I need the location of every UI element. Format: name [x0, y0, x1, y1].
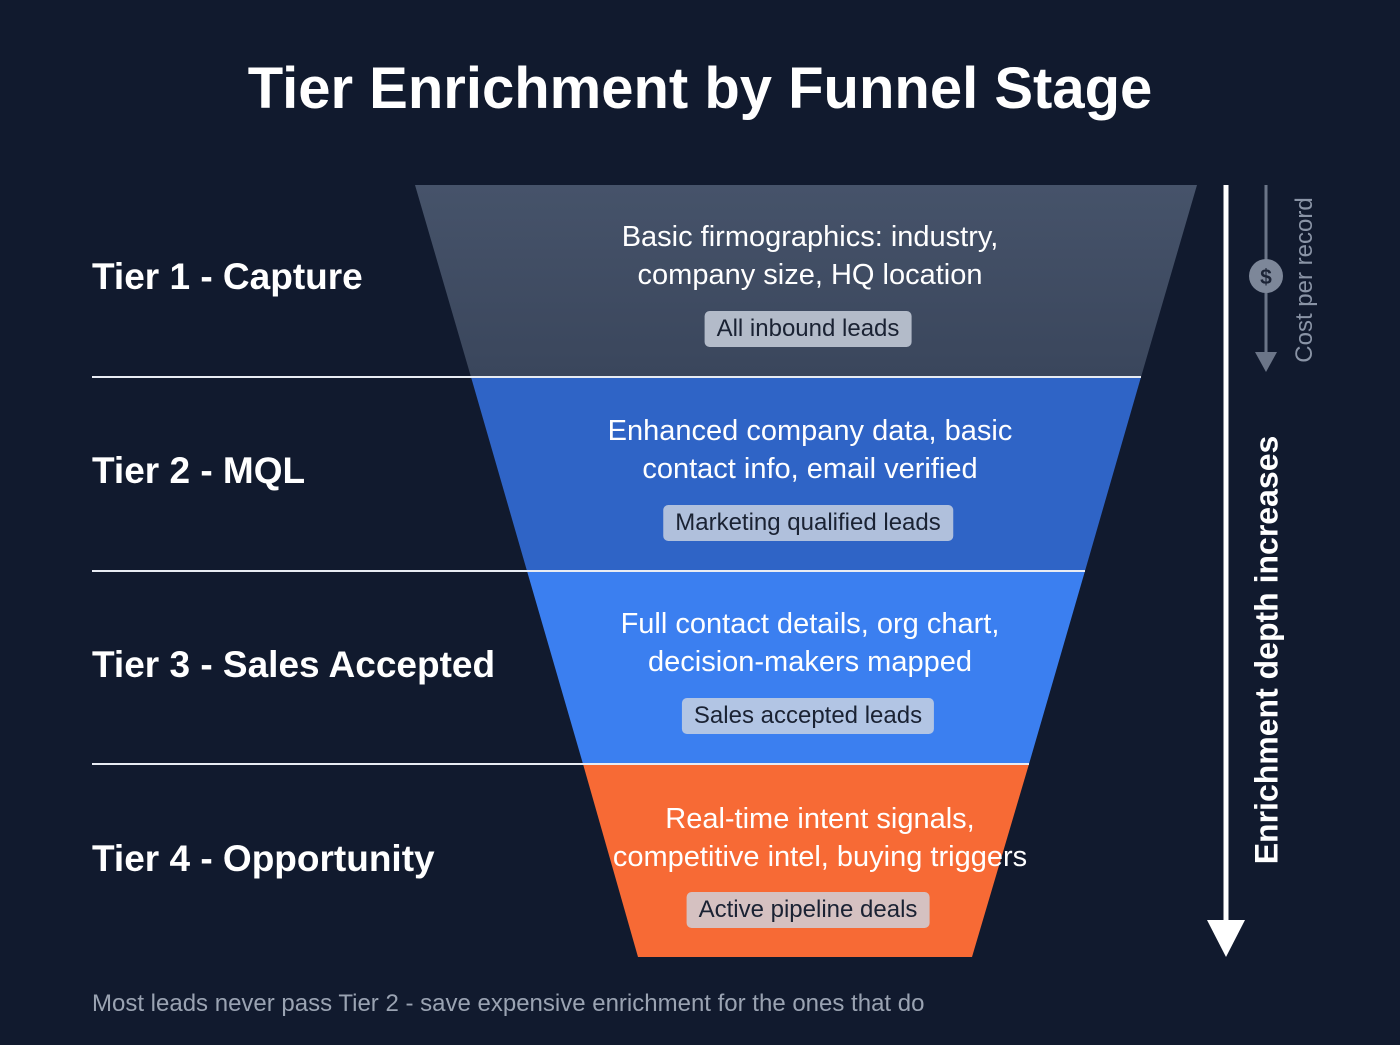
tier-4-badge: Active pipeline deals	[686, 892, 930, 928]
depth-arrow	[1207, 185, 1245, 957]
funnel-segment-tier-2	[471, 377, 1141, 571]
tier-3-description-line-1: Full contact details, org chart,	[620, 608, 1000, 640]
tier-3-label: Tier 3 - Sales Accepted	[92, 644, 496, 685]
tier-1-label: Tier 1 - Capture	[92, 256, 363, 297]
cost-axis-label: Cost per record	[1291, 197, 1318, 363]
tier-divider-2	[92, 570, 1085, 572]
tier-1-description-line-1: Basic firmographics: industry,	[621, 221, 999, 253]
page-title: Tier Enrichment by Funnel Stage	[247, 56, 1153, 121]
dollar-icon-glyph: $	[1260, 266, 1272, 289]
footnote: Most leads never pass Tier 2 - save expe…	[92, 990, 925, 1017]
tier-1-description: Basic firmographics: industry, company s…	[560, 218, 1060, 294]
tier-2-label: Tier 2 - MQL	[92, 450, 306, 491]
tier-4-label: Tier 4 - Opportunity	[92, 838, 435, 879]
tier-3-badge: Sales accepted leads	[681, 698, 935, 734]
tier-2-description-line-2: contact info, email verified	[642, 453, 978, 485]
tier-4-description-line-1: Real-time intent signals,	[665, 803, 975, 835]
tier-1-description-line-2: company size, HQ location	[637, 259, 983, 291]
tier-2-badge: Marketing qualified leads	[663, 505, 953, 541]
tier-1-badge: All inbound leads	[704, 311, 912, 347]
tier-4-description: Real-time intent signals, competitive in…	[570, 800, 1070, 876]
tier-divider-1	[92, 376, 1141, 378]
funnel-segment-tier-3	[527, 571, 1085, 764]
tier-2-description: Enhanced company data, basic contact inf…	[560, 412, 1060, 488]
tier-divider-3	[92, 763, 1029, 765]
tier-2-description-line-1: Enhanced company data, basic	[607, 415, 1013, 447]
tier-3-description-line-2: decision-makers mapped	[648, 646, 972, 678]
funnel-segment-tier-1	[415, 185, 1197, 377]
dollar-icon: $	[1249, 259, 1283, 293]
depth-axis-label: Enrichment depth increases	[1248, 435, 1285, 865]
tier-3-description: Full contact details, org chart, decisio…	[560, 605, 1060, 681]
tier-4-description-line-2: competitive intel, buying triggers	[612, 841, 1028, 873]
